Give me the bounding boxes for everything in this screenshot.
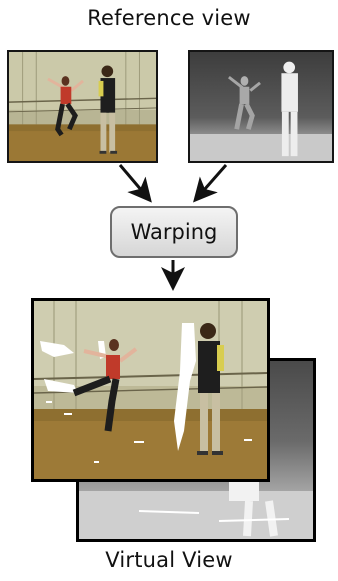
dancers-photo-icon [9, 52, 156, 161]
warping-box: Warping [110, 206, 238, 258]
arrow-left-to-warping [118, 164, 152, 203]
virtual-color-image [31, 298, 270, 482]
virtual-view-label: Virtual View [105, 548, 233, 572]
depth-map-icon [190, 52, 332, 161]
arrow-right-to-warping [193, 164, 228, 203]
reference-view-label: Reference view [87, 6, 251, 30]
warping-label: Warping [130, 220, 218, 244]
reference-color-image [7, 50, 158, 163]
reference-depth-image [188, 50, 334, 163]
warped-dancers-photo-icon [34, 301, 267, 479]
